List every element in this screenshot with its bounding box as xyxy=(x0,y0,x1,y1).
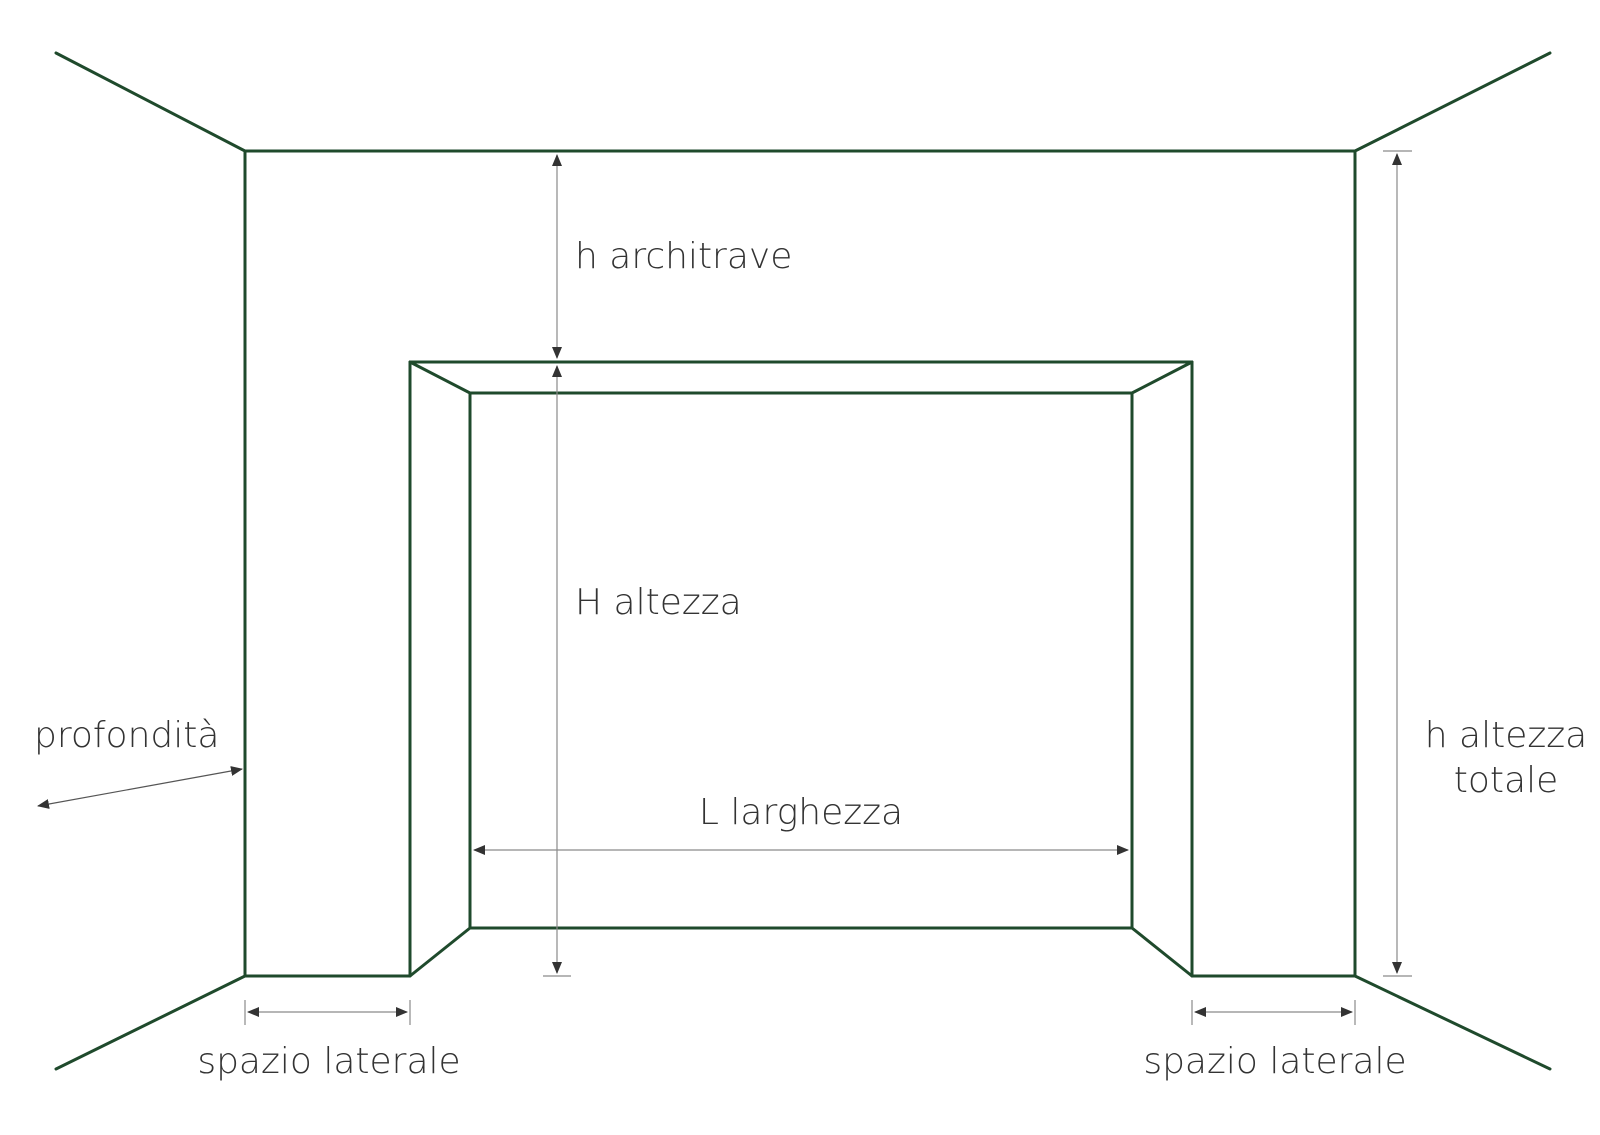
dimension-opening-height xyxy=(543,365,571,977)
ceiling-line-right xyxy=(1353,51,1552,153)
dimension-depth xyxy=(37,766,243,809)
dimension-total-height xyxy=(1383,150,1412,977)
reveal-corner-bottom-left xyxy=(408,926,472,978)
floor-line-right xyxy=(1353,974,1552,1071)
label-side-space-right: spazio laterale xyxy=(1143,1041,1406,1082)
floor-line-left xyxy=(54,974,247,1071)
back-wall-outline xyxy=(243,149,1357,978)
opening-reveal xyxy=(408,360,1194,978)
label-total-height-line1: h altezza xyxy=(1425,715,1587,756)
reveal-corner-bottom-right xyxy=(1130,926,1194,978)
reveal-corner-top-left xyxy=(408,360,472,395)
label-depth: profondità xyxy=(34,715,219,756)
label-opening-height: H altezza xyxy=(575,582,742,623)
ceiling-line-left xyxy=(54,51,247,153)
dimension-side-space-right xyxy=(1191,1000,1356,1025)
depth-arrow xyxy=(37,766,243,809)
label-side-space-left: spazio laterale xyxy=(197,1041,460,1082)
room-perspective-lines xyxy=(54,51,1552,1071)
dimension-side-space-left xyxy=(244,1000,411,1025)
label-opening-width: L larghezza xyxy=(699,792,903,833)
label-total-height-line2: totale xyxy=(1454,760,1558,801)
reveal-corner-top-right xyxy=(1130,360,1194,395)
opening-inner-frame xyxy=(468,391,1134,930)
label-lintel-height: h architrave xyxy=(575,236,792,277)
